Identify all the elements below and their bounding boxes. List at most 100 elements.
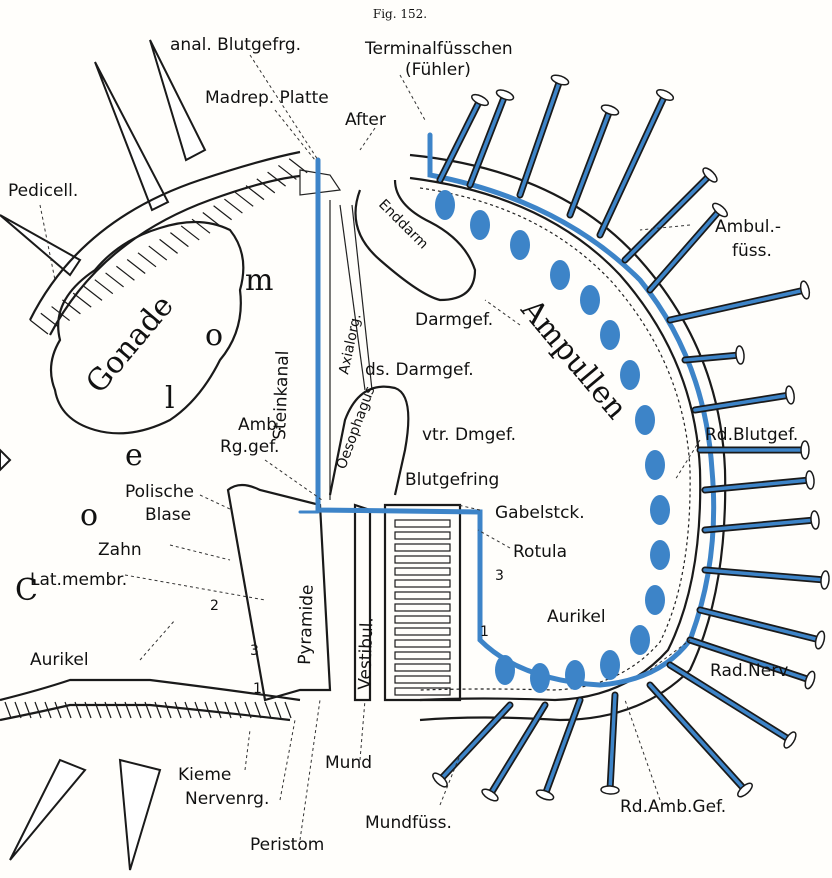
hatch-line	[246, 186, 264, 200]
ampulla	[435, 190, 455, 220]
label-pyramide: Pyramide	[295, 584, 318, 665]
tube-foot-sucker	[495, 88, 515, 102]
hatch-line	[55, 702, 61, 718]
lantern-rib	[395, 628, 450, 635]
label-rotula: Rotula	[513, 542, 567, 562]
label-kieme: Kieme	[178, 765, 231, 785]
tube-foot-sucker	[810, 511, 820, 530]
lantern-rib	[395, 580, 450, 587]
label-num-2: 2	[210, 598, 219, 614]
lantern-rib	[395, 640, 450, 647]
ampulla	[635, 405, 655, 435]
label-num-1b: 1	[480, 624, 489, 640]
tube-foot-canal	[695, 395, 790, 410]
tube-foot-canal	[670, 290, 805, 320]
label-ds-darmgef: ds. Darmgef.	[365, 360, 474, 380]
lantern-rib	[395, 652, 450, 659]
label-aurikel-left: Aurikel	[30, 650, 89, 670]
label-num-3a: 3	[250, 643, 259, 659]
ampulla	[645, 450, 665, 480]
hatch-line	[106, 273, 124, 287]
lantern-rib	[395, 520, 450, 527]
lantern-rib	[395, 664, 450, 671]
hatch-line	[30, 320, 48, 334]
hatch-line	[175, 702, 181, 718]
hatch-line	[214, 206, 232, 220]
label-axialorg: Axialorg.	[336, 312, 364, 376]
label-madrep-platte: Madrep. Platte	[205, 88, 329, 108]
hatch-line	[41, 313, 59, 327]
lantern-rib	[395, 532, 450, 539]
ampulla	[630, 625, 650, 655]
coelom-letter-4: l	[165, 381, 175, 416]
hatch-line	[84, 286, 102, 300]
ampulla	[470, 210, 490, 240]
hatch-line	[165, 702, 171, 718]
label-ampullen: Ampullen	[513, 292, 634, 426]
label-zahn: Zahn	[98, 540, 142, 560]
lantern-rib	[395, 616, 450, 623]
ampulla	[550, 260, 570, 290]
label-nervenrg: Nervenrg.	[185, 789, 269, 809]
label-lat-membr: Lat.membr.	[30, 570, 127, 590]
label-ambul: Ambul.-	[715, 217, 781, 237]
tube-foot-sucker	[799, 280, 811, 299]
tube-foot-sucker	[601, 786, 619, 795]
ampulla	[650, 495, 670, 525]
label-num-1a: 1	[253, 681, 262, 697]
lantern-rib	[395, 676, 450, 683]
label-polische: Polische	[125, 482, 194, 502]
ampulla	[645, 585, 665, 615]
label-blutgefring: Blutgefring	[405, 470, 499, 490]
lantern	[228, 485, 460, 700]
coelom-letter-3: e	[125, 438, 143, 473]
figure-title: Fig. 152.	[373, 7, 427, 21]
ampulla	[620, 360, 640, 390]
coelom-letter-2: o	[80, 498, 98, 533]
lantern-rib	[395, 604, 450, 611]
tube-foot-sucker	[820, 571, 829, 590]
tube-foot-sucker	[550, 73, 570, 86]
hatch-line	[215, 702, 221, 718]
ampulla	[580, 285, 600, 315]
label-mund: Mund	[325, 753, 372, 773]
ampulla	[530, 663, 550, 693]
hatch-line	[116, 266, 134, 280]
lantern-rib	[395, 592, 450, 599]
coelom-letter-6: m	[245, 263, 273, 298]
ampulla	[510, 230, 530, 260]
hatch-line	[35, 702, 41, 718]
tube-foot-sucker	[801, 441, 809, 459]
label-mundfuss: Mundfüss.	[365, 813, 452, 833]
hatch-line	[170, 233, 188, 247]
hatch-line	[235, 192, 253, 206]
tube-foot-sucker	[785, 385, 796, 404]
tube-foot-canal	[570, 110, 610, 215]
hatch-line	[5, 702, 11, 718]
label-blase: Blase	[145, 505, 191, 525]
tube-foot-canal	[440, 705, 510, 780]
coelom-letter-5: o	[205, 318, 223, 353]
ampulla	[600, 650, 620, 680]
label-fuehler: (Fühler)	[405, 60, 471, 80]
label-fuss: füss.	[732, 241, 772, 261]
label-amb: Amb.	[238, 415, 282, 435]
ampulla	[495, 655, 515, 685]
hatch-line	[73, 293, 91, 307]
label-rd-amb-gef: Rd.Amb.Gef.	[620, 797, 726, 817]
hatch-line	[181, 226, 199, 240]
label-vtr-dmgef: vtr. Dmgef.	[422, 425, 516, 445]
label-terminalfusschen: Terminalfüsschen	[364, 39, 513, 59]
tube-foot-sucker	[535, 788, 555, 802]
tube-foot-sucker	[803, 670, 816, 690]
label-rg-gef: Rg.gef.	[220, 437, 279, 457]
label-rad-nerv: Rad.Nerv	[710, 661, 788, 681]
hatch-line	[235, 702, 241, 718]
tube-foot-sucker	[735, 346, 745, 365]
hatch-line	[95, 280, 113, 294]
hatch-line	[275, 702, 281, 718]
label-after: After	[345, 110, 386, 130]
hatch-line	[285, 702, 291, 718]
